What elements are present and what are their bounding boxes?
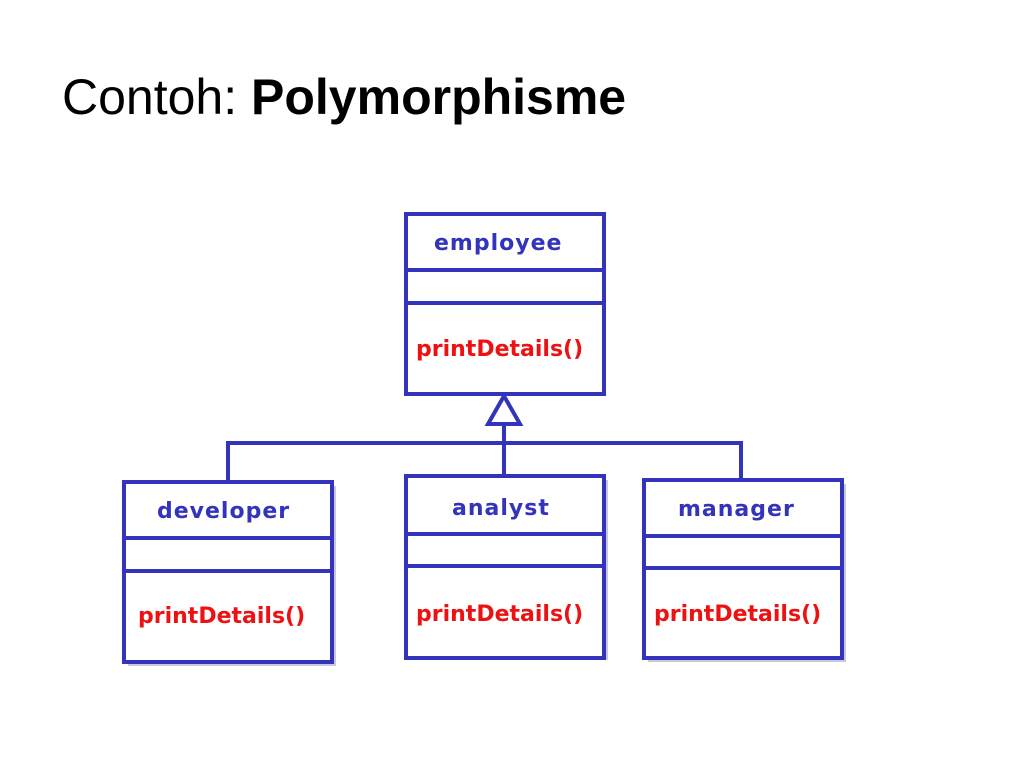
class-developer-name: developer xyxy=(157,499,290,524)
generalization-arrow xyxy=(484,391,524,426)
class-manager-method: printDetails() xyxy=(654,602,821,627)
class-analyst: analyst printDetails() xyxy=(404,474,608,660)
class-employee-method: printDetails() xyxy=(416,337,583,362)
slide-title: Contoh: Polymorphisme xyxy=(62,62,626,132)
class-analyst-name: analyst xyxy=(452,496,550,521)
title-prefix: Contoh: xyxy=(62,69,252,125)
title-main: Polymorphisme xyxy=(251,69,627,125)
class-developer-method: printDetails() xyxy=(138,604,305,629)
class-employee-name: employee xyxy=(434,231,562,256)
class-manager-name: manager xyxy=(678,497,795,522)
class-analyst-method: printDetails() xyxy=(416,602,583,627)
inheritance-connectors xyxy=(226,391,743,482)
class-developer: developer printDetails() xyxy=(122,480,336,666)
class-manager: manager printDetails() xyxy=(642,478,846,662)
class-employee: employee printDetails() xyxy=(404,212,606,396)
